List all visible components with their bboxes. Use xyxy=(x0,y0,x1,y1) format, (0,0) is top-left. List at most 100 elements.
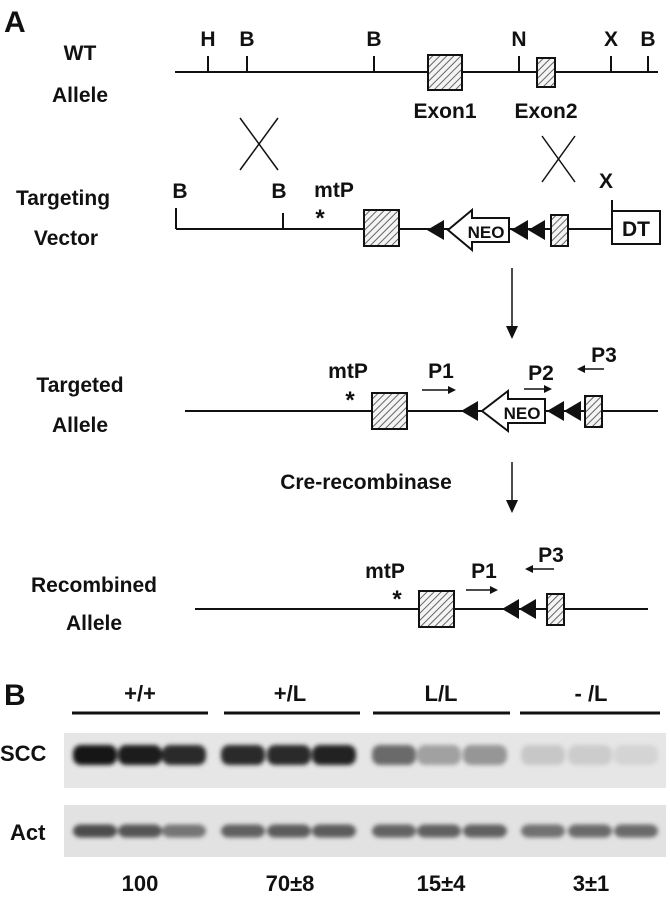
tv-loxp-3 xyxy=(528,220,545,240)
targeting-vector-row: Targeting Vector B B X mtP * NEO DT xyxy=(16,170,661,253)
wt-site-x: X xyxy=(604,28,618,51)
arrow-down-2 xyxy=(506,462,518,513)
act-band-11 xyxy=(568,824,612,838)
genotype-label-het: +/L xyxy=(274,681,306,706)
gel-act-lanes xyxy=(73,824,658,838)
value-label-wt: 100 xyxy=(122,871,159,896)
wt-site-n: N xyxy=(511,28,526,51)
wt-exon2-label: Exon2 xyxy=(514,100,577,123)
tv-mutation-star: * xyxy=(315,205,325,232)
act-band-2 xyxy=(118,824,162,838)
crossover-right xyxy=(541,135,576,183)
tv-neo-arrow xyxy=(446,207,510,253)
ta-exon2-box xyxy=(584,395,603,428)
scc-band-1 xyxy=(73,745,117,765)
ta-mutation-star: * xyxy=(345,387,355,414)
value-label-het: 70±8 xyxy=(266,871,315,896)
ra-primer-p1-label: P1 xyxy=(471,560,497,583)
act-band-9 xyxy=(463,824,507,838)
row-label-act: Act xyxy=(10,820,46,845)
act-band-10 xyxy=(521,824,565,838)
gel-scc-lanes xyxy=(73,745,658,765)
ta-label-line1: Targeted xyxy=(36,374,123,397)
ra-exon2-box xyxy=(546,593,565,626)
tv-dt-box xyxy=(611,210,661,245)
panel-b-label: B xyxy=(4,679,26,712)
tv-site-x: X xyxy=(599,170,613,193)
wt-exon2-box xyxy=(536,57,556,88)
ta-loxp-1 xyxy=(461,401,478,421)
tv-exon2-box xyxy=(550,214,569,247)
ta-neo-label: NEO xyxy=(504,404,541,423)
ra-mutation-star: * xyxy=(392,586,402,613)
ta-exon1-box xyxy=(371,392,408,430)
scc-band-7 xyxy=(372,745,416,765)
wt-label-line1: WT xyxy=(64,42,97,65)
value-label-null: 3±1 xyxy=(573,871,610,896)
ra-loxp-2 xyxy=(519,599,536,619)
wt-allele-row: WT Allele H B B N X B Exon1 Exon2 xyxy=(52,28,658,123)
tv-promoter-label: mtP xyxy=(314,179,354,202)
tv-dt-label: DT xyxy=(622,218,650,241)
tv-label-line1: Targeting xyxy=(16,187,110,210)
genotype-label-null: - /L xyxy=(575,681,608,706)
tv-label-line2: Vector xyxy=(34,227,98,250)
act-band-1 xyxy=(73,824,117,838)
recombined-allele-row: Recombined Allele mtP * P1 P3 xyxy=(31,544,648,635)
crossover-left xyxy=(239,117,279,171)
ta-primer-p1-label: P1 xyxy=(428,360,454,383)
genotype-label-wt: +/+ xyxy=(124,681,156,706)
ra-exon1-box xyxy=(418,590,455,628)
act-band-3 xyxy=(162,824,206,838)
act-band-12 xyxy=(614,824,658,838)
ra-loxp-1 xyxy=(502,599,519,619)
ra-primer-p3-label: P3 xyxy=(538,544,564,567)
ta-neo-arrow xyxy=(480,388,546,434)
ra-label-line2: Allele xyxy=(66,612,122,635)
wt-site-h: H xyxy=(200,28,215,51)
ra-label-line1: Recombined xyxy=(31,574,157,597)
wt-label-line2: Allele xyxy=(52,84,108,107)
scc-band-8 xyxy=(417,745,461,765)
tv-site-b2: B xyxy=(271,180,286,203)
scc-band-4 xyxy=(221,745,265,765)
value-label-lox: 15±4 xyxy=(417,871,467,896)
ta-loxp-2 xyxy=(547,401,564,421)
scc-band-5 xyxy=(267,745,311,765)
row-label-scc: SCC xyxy=(0,741,47,766)
arrow-down-1 xyxy=(506,268,518,339)
scc-band-3 xyxy=(162,745,206,765)
targeted-allele-row: Targeted Allele mtP * P1 NEO P2 P3 xyxy=(36,344,658,437)
act-band-8 xyxy=(417,824,461,838)
act-band-6 xyxy=(312,824,356,838)
ta-primer-p2-label: P2 xyxy=(528,362,554,385)
panel-a-label: A xyxy=(4,6,26,39)
wt-exon1-label: Exon1 xyxy=(413,100,476,123)
cre-label: Cre-recombinase xyxy=(280,471,452,494)
tv-loxp-2 xyxy=(511,220,528,240)
ta-label-line2: Allele xyxy=(52,414,108,437)
act-band-7 xyxy=(372,824,416,838)
scc-band-12 xyxy=(614,745,658,765)
scc-band-10 xyxy=(521,745,565,765)
ta-loxp-3 xyxy=(564,401,581,421)
scc-band-2 xyxy=(118,745,162,765)
act-band-5 xyxy=(267,824,311,838)
scc-band-6 xyxy=(312,745,356,765)
ta-primer-p3-label: P3 xyxy=(591,344,617,367)
act-band-4 xyxy=(221,824,265,838)
wt-site-b2: B xyxy=(366,28,381,51)
tv-loxp-1 xyxy=(427,220,444,240)
wt-exon1-box xyxy=(427,54,463,91)
wt-site-b1: B xyxy=(239,28,254,51)
ta-promoter-label: mtP xyxy=(328,360,368,383)
scc-band-11 xyxy=(568,745,612,765)
tv-exon1-box xyxy=(363,209,400,247)
genotype-label-lox: L/L xyxy=(425,681,458,706)
scc-band-9 xyxy=(463,745,507,765)
tv-site-b1: B xyxy=(172,180,187,203)
tv-neo-label: NEO xyxy=(468,223,505,242)
wt-site-b3: B xyxy=(640,28,655,51)
ra-promoter-label: mtP xyxy=(365,560,405,583)
